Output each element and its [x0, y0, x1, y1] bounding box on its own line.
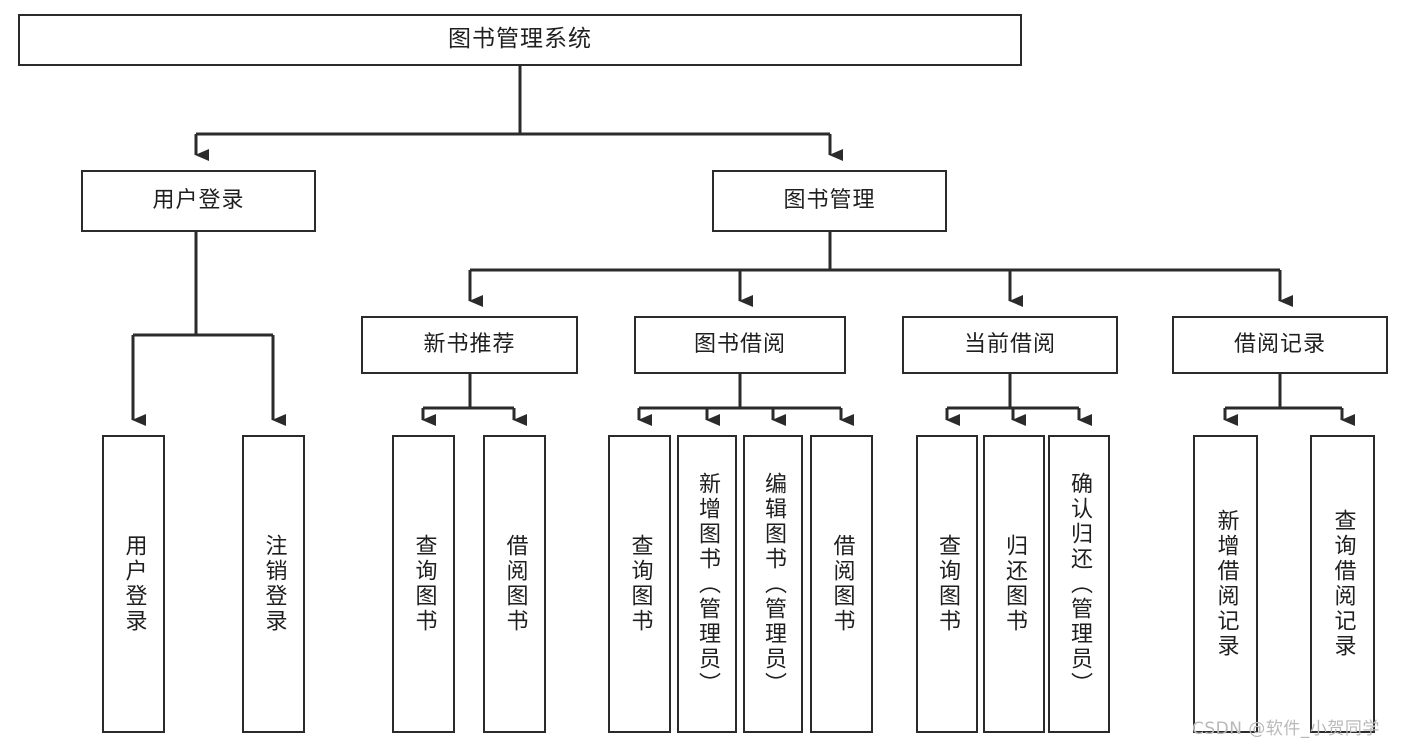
leaf-confirm-return-admin-label: 确认归还（管理员）	[1066, 471, 1092, 697]
leaf-borrow-book-recommendation-label: 借阅图书	[502, 534, 528, 634]
node-root-book-management-system[interactable]: 图书管理系统	[18, 14, 1022, 66]
csdn-watermark: CSDN @软件_小贺同学	[1192, 719, 1380, 739]
leaf-query-book-current-label: 查询图书	[934, 534, 960, 634]
leaf-add-borrow-record-label: 新增借阅记录	[1213, 509, 1239, 659]
leaf-query-book-current[interactable]: 查询图书	[916, 435, 978, 733]
leaf-borrow-book[interactable]: 借阅图书	[810, 435, 873, 733]
leaf-confirm-return-admin[interactable]: 确认归还（管理员）	[1048, 435, 1110, 733]
leaf-query-book-recommendation-label: 查询图书	[411, 534, 437, 634]
leaf-query-borrow-record[interactable]: 查询借阅记录	[1310, 435, 1375, 733]
node-new-book-recommendation[interactable]: 新书推荐	[361, 316, 578, 374]
leaf-add-book-admin[interactable]: 新增图书（管理员）	[677, 435, 737, 733]
leaf-edit-book-admin[interactable]: 编辑图书（管理员）	[743, 435, 803, 733]
node-user-login[interactable]: 用户登录	[81, 170, 316, 232]
leaf-query-book-borrowing-label: 查询图书	[627, 534, 653, 634]
leaf-return-book[interactable]: 归还图书	[983, 435, 1045, 733]
leaf-query-borrow-record-label: 查询借阅记录	[1330, 509, 1356, 659]
leaf-return-book-label: 归还图书	[1001, 534, 1027, 634]
leaf-query-book-borrowing[interactable]: 查询图书	[608, 435, 671, 733]
node-borrow-records[interactable]: 借阅记录	[1172, 316, 1388, 374]
leaf-logout-label: 注销登录	[261, 534, 287, 634]
node-book-borrowing[interactable]: 图书借阅	[634, 316, 846, 374]
leaf-borrow-book-label: 借阅图书	[829, 534, 855, 634]
leaf-edit-book-admin-label: 编辑图书（管理员）	[760, 471, 786, 697]
leaf-add-borrow-record[interactable]: 新增借阅记录	[1193, 435, 1258, 733]
leaf-logout[interactable]: 注销登录	[242, 435, 305, 733]
leaf-user-login[interactable]: 用户登录	[102, 435, 165, 733]
leaf-query-book-recommendation[interactable]: 查询图书	[392, 435, 455, 733]
node-current-borrowing[interactable]: 当前借阅	[902, 316, 1118, 374]
leaf-add-book-admin-label: 新增图书（管理员）	[694, 471, 720, 697]
leaf-user-login-label: 用户登录	[121, 534, 147, 634]
node-book-management[interactable]: 图书管理	[712, 170, 947, 232]
leaf-borrow-book-recommendation[interactable]: 借阅图书	[483, 435, 546, 733]
